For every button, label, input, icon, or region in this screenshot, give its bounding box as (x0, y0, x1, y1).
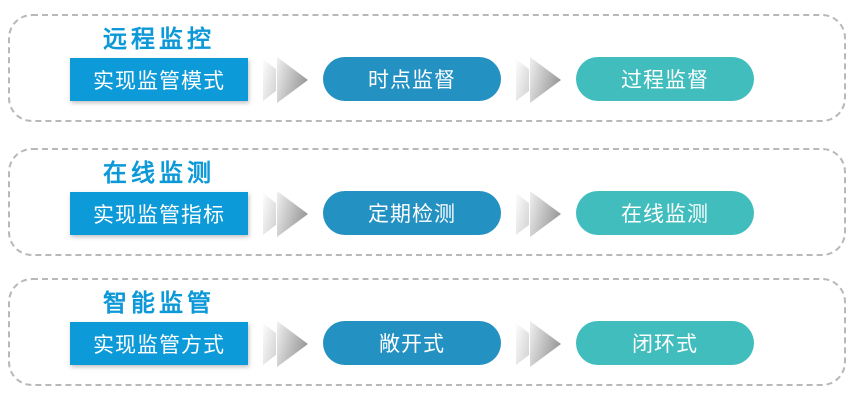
source-group: 远程监控 实现监管模式 (70, 27, 248, 101)
chevron-arrow-icon (516, 190, 562, 238)
step-pill-2: 闭环式 (576, 321, 754, 365)
chevron-arrow-icon (263, 56, 309, 104)
source-box: 实现监管指标 (70, 192, 248, 235)
source-group: 在线监测 实现监管指标 (70, 161, 248, 235)
chevron-arrow-icon (263, 190, 309, 238)
flow-row-smart-supervision: 智能监管 实现监管方式 敞开式 闭环式 (8, 278, 846, 386)
chevron-arrow-icon (516, 56, 562, 104)
step-pill-2: 在线监测 (576, 191, 754, 235)
step-pill-2: 过程监督 (576, 57, 754, 101)
chevron-arrow-icon (516, 320, 562, 368)
flow-row-online-monitoring: 在线监测 实现监管指标 定期检测 在线监测 (8, 148, 846, 256)
step-pill-1: 定期检测 (323, 191, 501, 235)
flow-row-remote-monitoring: 远程监控 实现监管模式 时点监督 过程监督 (8, 14, 846, 122)
step-pill-1: 敞开式 (323, 321, 501, 365)
group-title: 在线监测 (103, 160, 215, 187)
step-pill-1: 时点监督 (323, 57, 501, 101)
group-title: 智能监管 (103, 290, 215, 317)
source-box: 实现监管模式 (70, 58, 248, 101)
source-group: 智能监管 实现监管方式 (70, 291, 248, 365)
group-title: 远程监控 (103, 26, 215, 53)
source-box: 实现监管方式 (70, 322, 248, 365)
chevron-arrow-icon (263, 320, 309, 368)
